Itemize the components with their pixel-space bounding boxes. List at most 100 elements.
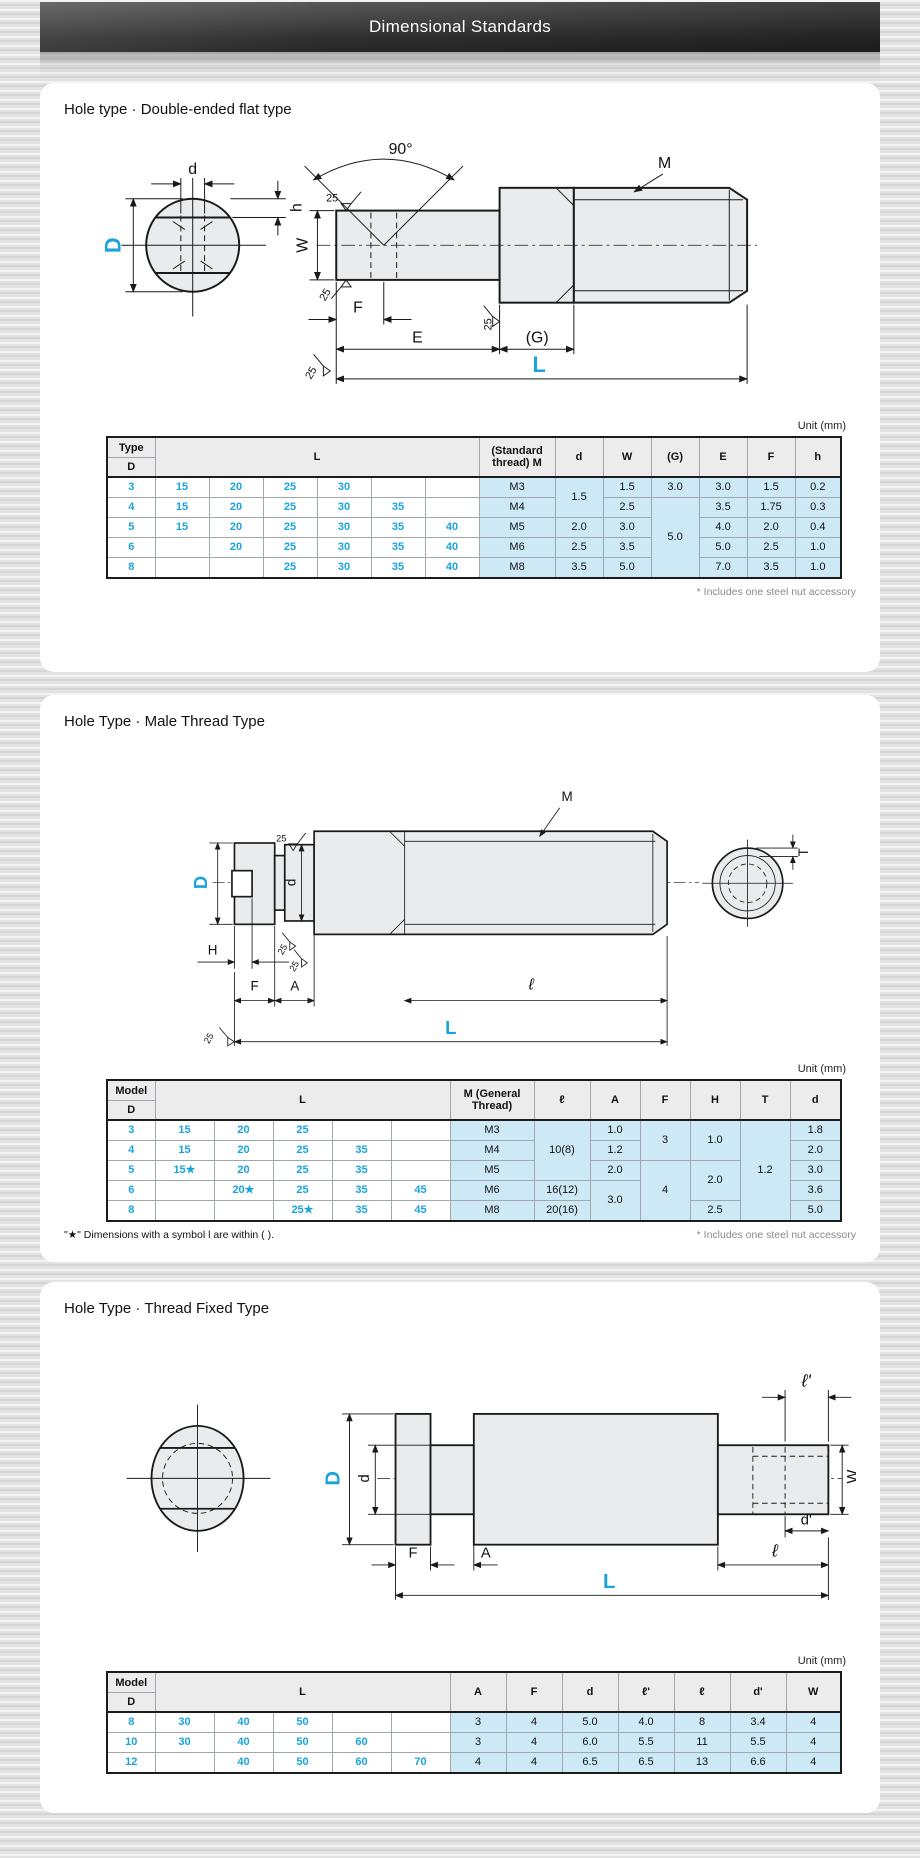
- diagram-male-thread: M 25 D d H F A: [190, 789, 811, 1047]
- col-header-d-prime: d': [729, 1671, 787, 1713]
- finish-mark: 25: [317, 287, 333, 303]
- dim-label-H: H: [208, 943, 218, 958]
- col-header-ell-prime: ℓ': [617, 1671, 675, 1713]
- spec-table-thread-fixed: Model D L A F d ℓ' ℓ d' W 8 30 40 50: [106, 1671, 842, 1774]
- section-double-ended-flat-type: Hole type · Double-ended flat type d: [40, 83, 880, 672]
- footnote-star: "★" Dimensions with a symbol l are withi…: [64, 1229, 275, 1241]
- table-row: 6 20 25 30 35 40 M6 2.5 3.5 5.0 2.5 1.0: [106, 537, 842, 558]
- section-thread-fixed-type: Hole Type · Thread Fixed Type: [40, 1282, 880, 1813]
- col-header-W: W: [785, 1671, 842, 1713]
- col-header-M: M (General Thread): [449, 1079, 535, 1121]
- table-row: 8 25★ 35 45 M8 20(16) 2.5 5.0: [106, 1200, 842, 1222]
- title-bar-shadow: [40, 52, 880, 78]
- front-view: d h D: [100, 161, 306, 317]
- col-header-D: D: [127, 460, 136, 473]
- col-header-D: D: [127, 1695, 136, 1708]
- dim-label-angle: 90°: [389, 141, 413, 158]
- col-header-type: Type: [108, 439, 155, 458]
- table-row: 8 25 30 35 40 M8 3.5 5.0 7.0 3.5 1.0: [106, 557, 842, 579]
- col-header-d: d: [789, 1079, 842, 1121]
- dim-label-D: D: [100, 237, 125, 253]
- dim-label-M: M: [561, 789, 572, 804]
- dim-label-G: (G): [526, 329, 549, 346]
- dim-label-L: L: [445, 1017, 456, 1038]
- col-header-D: D: [127, 1103, 136, 1116]
- section-male-thread-type: Hole Type · Male Thread Type M: [40, 695, 880, 1262]
- unit-label: Unit (mm): [797, 1063, 846, 1075]
- table-row: 3 15 20 25 M3 10(8) 1.0 3 1.0 1.2 1.8: [106, 1119, 842, 1222]
- dim-label-L: L: [603, 1571, 615, 1593]
- dim-label-M: M: [658, 155, 671, 172]
- dim-label-W: W: [845, 1469, 856, 1483]
- unit-label: Unit (mm): [797, 1655, 846, 1667]
- footnote: * Includes one steel nut accessory: [696, 586, 856, 598]
- side-view: D d F A ℓ' d': [322, 1370, 856, 1600]
- table-row: 3 15 20 25 30 M3 1.5 1.5 3.0 3.0 1.5 0.2: [106, 476, 842, 518]
- dim-label-d: d: [284, 879, 299, 886]
- dim-label-D: D: [322, 1471, 344, 1486]
- col-header-F: F: [746, 436, 796, 478]
- col-header-ell: ℓ: [673, 1671, 731, 1713]
- finish-mark: 25: [276, 833, 286, 843]
- col-header-E: E: [698, 436, 748, 478]
- dim-label-h: h: [289, 203, 306, 212]
- section-title: Hole type · Double-ended flat type: [64, 101, 292, 118]
- finish-mark: 25: [202, 1031, 216, 1045]
- dim-label-F: F: [250, 979, 258, 994]
- spec-table-double-ended-flat: Type D L (Standard thread) M d W (G) E F…: [106, 436, 843, 579]
- spec-table-male-thread: Model D L M (General Thread) ℓ A F H T d…: [106, 1079, 842, 1222]
- col-header-A: A: [589, 1079, 641, 1121]
- unit-label: Unit (mm): [797, 420, 846, 432]
- col-header-H: H: [689, 1079, 741, 1121]
- table-row: 6 20★ 25 35 45 M6 16(12) 3.0 3.6: [106, 1180, 842, 1222]
- table-row: 4 15 20 25 35 M4 1.2 2.0: [106, 1140, 842, 1161]
- col-header-L: L: [154, 1671, 451, 1713]
- col-header-T: T: [739, 1079, 791, 1121]
- col-header-G: (G): [650, 436, 700, 478]
- col-header-A: A: [449, 1671, 507, 1713]
- dim-label-d: d: [188, 161, 197, 178]
- table-header-row: Model D L A F d ℓ' ℓ d' W: [106, 1671, 842, 1713]
- dim-label-A: A: [290, 979, 299, 994]
- col-header-ell: ℓ: [533, 1079, 591, 1121]
- table-row: 5 15 20 25 30 35 40 M5 2.0 3.0 4.0 2.0 0…: [106, 517, 842, 538]
- col-header-model: Model: [108, 1674, 155, 1693]
- col-header-W: W: [602, 436, 652, 478]
- table-row: 5 15★ 20 25 35 M5 2.0 4 2.0 3.0: [106, 1160, 842, 1222]
- dim-label-ell: ℓ: [528, 977, 535, 994]
- table-row: 8 30 40 50 3 4 5.0 4.0 8 3.4 4: [106, 1711, 842, 1733]
- section-title: Hole Type · Male Thread Type: [64, 713, 265, 730]
- finish-mark: 25: [276, 942, 290, 956]
- dim-label-F: F: [409, 1546, 418, 1562]
- col-header-M: (Standard thread) M: [478, 436, 556, 478]
- table-row: 4 15 20 25 30 35 M4 2.5 5.0 3.5 1.75 0.3: [106, 497, 842, 579]
- end-view: T: [702, 834, 811, 927]
- dim-label-L: L: [533, 352, 546, 377]
- finish-mark: 25: [287, 959, 301, 973]
- col-header-d: d: [561, 1671, 619, 1713]
- dim-label-T: T: [796, 848, 811, 856]
- diagram-double-ended-flat: d h D: [100, 141, 757, 384]
- col-header-model: Model: [108, 1082, 155, 1101]
- finish-mark: 25: [303, 365, 319, 381]
- table-header-row: Model D L M (General Thread) ℓ A F H T d: [106, 1079, 842, 1121]
- page-title-bar: Dimensional Standards: [40, 2, 880, 52]
- table-header-row: Type D L (Standard thread) M d W (G) E F…: [106, 436, 842, 478]
- col-header-L: L: [154, 1079, 451, 1121]
- col-header-L: L: [154, 436, 480, 478]
- dim-label-A: A: [481, 1546, 491, 1562]
- table-row: 10 30 40 50 60 3 4 6.0 5.5 11 5.5 4: [106, 1732, 842, 1753]
- diagram-thread-fixed: D d F A ℓ' d': [126, 1370, 856, 1600]
- dim-label-E: E: [412, 329, 423, 346]
- table-row: 12 40 50 60 70 4 4 6.5 6.5 13 6.6 4: [106, 1752, 842, 1774]
- end-view: [126, 1404, 271, 1553]
- finish-mark: 25: [483, 318, 495, 330]
- col-header-F: F: [639, 1079, 691, 1121]
- dim-label-d: d: [357, 1474, 373, 1482]
- section-title: Hole Type · Thread Fixed Type: [64, 1300, 270, 1317]
- dim-label-D: D: [190, 876, 211, 889]
- finish-mark: 25: [326, 193, 338, 205]
- dim-label-ell: ℓ: [771, 1541, 779, 1561]
- col-header-F: F: [505, 1671, 563, 1713]
- side-view: 90° M W 25 25 25 25: [295, 141, 757, 384]
